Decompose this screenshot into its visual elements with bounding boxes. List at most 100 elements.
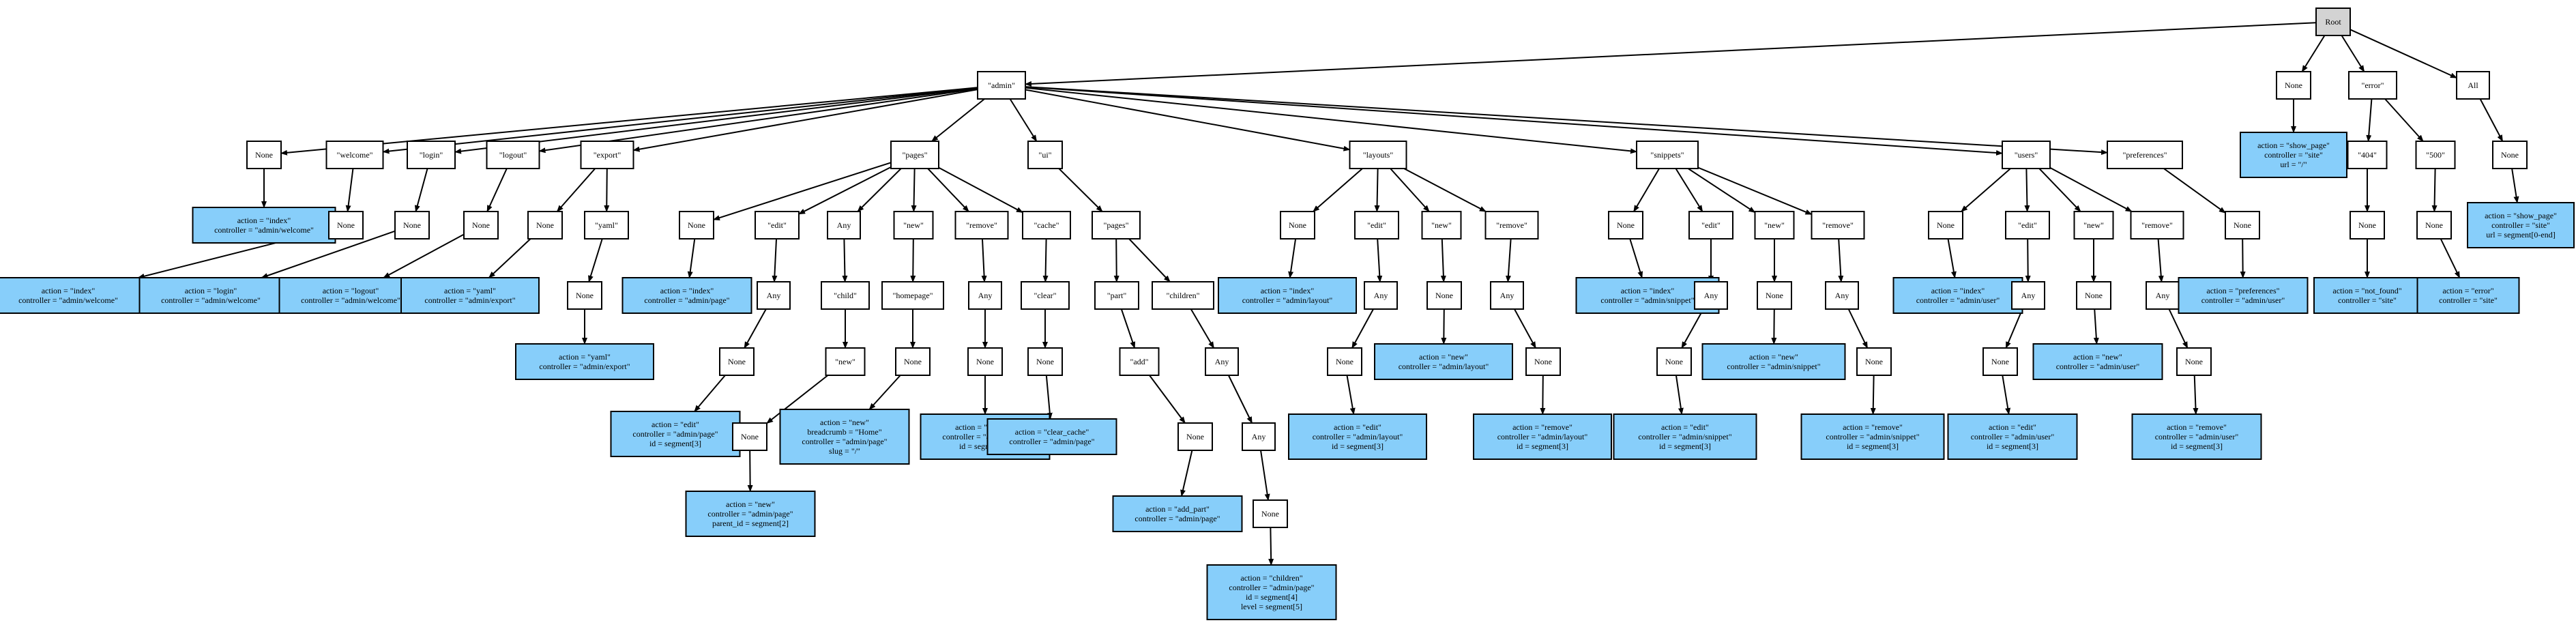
node-label: controller = "admin/user" xyxy=(2155,432,2239,441)
node-label: controller = "admin/layout" xyxy=(1313,432,1403,441)
node-label: action = "edit" xyxy=(1334,422,1381,432)
route-node-yamlNone: None xyxy=(567,281,602,310)
node-box xyxy=(1205,347,1239,376)
node-label: action = "index" xyxy=(42,286,96,295)
node-label: None xyxy=(1186,432,1204,441)
route-leaf-L_layindex: action = "index"controller = "admin/layo… xyxy=(1218,277,1357,314)
node-box xyxy=(679,211,714,239)
edge-pages-to-pNew xyxy=(911,168,917,212)
node-box xyxy=(1947,413,2078,460)
node-label: controller = "site" xyxy=(2491,220,2550,230)
edge-root-to-admin xyxy=(1025,22,2317,87)
node-box xyxy=(2178,277,2309,314)
node-box xyxy=(779,409,910,465)
edge-allNone-to-L_showall xyxy=(2511,168,2519,203)
node-label: None xyxy=(688,220,705,230)
route-leaf-L_usedit: action = "edit"controller = "admin/user"… xyxy=(1947,413,2078,460)
node-label: action = "show_page" xyxy=(2257,141,2330,150)
node-box xyxy=(1327,347,1362,376)
node-box xyxy=(719,347,755,376)
edge-admin-to-ui xyxy=(1009,98,1038,142)
node-box xyxy=(1688,211,1733,239)
node-label: None xyxy=(1036,357,1054,366)
node-label: All xyxy=(2468,81,2478,90)
node-label: "clear" xyxy=(1034,291,1056,300)
route-node-child: "child" xyxy=(821,281,870,310)
route-node-snEditAny: Any xyxy=(1694,281,1728,310)
node-label: controller = "admin/welcome" xyxy=(18,295,118,305)
node-box xyxy=(2002,141,2051,169)
node-label: Any xyxy=(837,220,851,230)
node-label: "users" xyxy=(2015,150,2038,160)
route-node-aNone: None xyxy=(246,141,282,169)
route-leaf-L_pref: action = "preferences"controller = "admi… xyxy=(2178,277,2309,314)
node-box xyxy=(1525,347,1561,376)
node-label: controller = "admin/layout" xyxy=(1399,362,1489,371)
node-box xyxy=(1421,211,1462,239)
node-label: Any xyxy=(1215,357,1229,366)
node-label: "child" xyxy=(834,291,857,300)
node-box xyxy=(1364,281,1398,310)
node-label: None xyxy=(741,432,759,441)
node-box xyxy=(757,281,791,310)
node-label: action = "remove" xyxy=(1843,422,1903,432)
route-leaf-L_pedit: action = "edit"controller = "admin/page"… xyxy=(610,411,741,457)
node-box xyxy=(515,343,654,380)
edge-snippets-to-snNew xyxy=(1687,168,1756,214)
route-node-layEdit: "edit" xyxy=(1354,211,1399,239)
node-label: controller = "admin/export" xyxy=(539,362,630,371)
node-box xyxy=(1811,211,1865,239)
edge-layNone-to-L_layindex xyxy=(1288,238,1297,278)
node-box xyxy=(1027,347,1063,376)
node-box xyxy=(2073,211,2114,239)
node-label: "edit" xyxy=(1367,220,1386,230)
node-box xyxy=(0,277,141,314)
node-box xyxy=(1484,211,1539,239)
node-label: action = "new" xyxy=(1749,352,1798,362)
node-label: Any xyxy=(2021,291,2036,300)
route-node-usRemove: "remove" xyxy=(2130,211,2184,239)
node-label: controller = "admin/page" xyxy=(1009,437,1094,446)
node-box xyxy=(621,277,752,314)
node-box xyxy=(1856,347,1892,376)
route-node-usNewNone: None xyxy=(2076,281,2111,310)
node-label: action = "login" xyxy=(185,286,237,295)
node-box xyxy=(1206,564,1337,620)
node-label: "500" xyxy=(2426,150,2445,160)
route-leaf-L_usremove: action = "remove"controller = "admin/use… xyxy=(2131,413,2262,460)
edge-pages-to-pEdit xyxy=(798,166,892,215)
node-box xyxy=(1354,211,1399,239)
edge-ui-to-uiPages xyxy=(1058,168,1103,212)
node-label: "edit" xyxy=(2018,220,2037,230)
node-label: action = "new" xyxy=(820,418,869,427)
node-label: "homepage" xyxy=(892,291,933,300)
route-node-snEditNone: None xyxy=(1656,347,1692,376)
node-box xyxy=(2467,202,2575,248)
route-leaf-L_pchild: action = "new"controller = "admin/page"p… xyxy=(685,491,816,537)
node-box xyxy=(755,211,800,239)
node-box xyxy=(827,211,861,239)
route-leaf-L_logout: action = "logout"controller = "admin/wel… xyxy=(278,277,423,314)
node-box xyxy=(1754,211,1795,239)
node-box xyxy=(1636,141,1699,169)
route-node-loginNone: None xyxy=(394,211,430,239)
route-node-login: "login" xyxy=(407,141,456,169)
node-box xyxy=(2176,347,2212,376)
node-label: controller = "admin/user" xyxy=(2201,295,2285,305)
edge-root-to-error xyxy=(2341,35,2365,72)
edge-export-to-yaml xyxy=(604,168,610,212)
edge-layEditAny-to-layEditNone xyxy=(1351,308,1374,349)
node-label: "remove" xyxy=(1822,220,1854,230)
route-node-chAny2: Any xyxy=(1242,422,1276,451)
node-box xyxy=(1177,422,1213,451)
node-label: Any xyxy=(1500,291,1514,300)
node-box xyxy=(1218,277,1357,314)
node-box xyxy=(1349,141,1407,169)
route-node-pCache: "cache" xyxy=(1022,211,1071,239)
node-label: "error" xyxy=(2361,81,2384,90)
route-node-welcomeNone: None xyxy=(328,211,364,239)
node-label: controller = "admin/user" xyxy=(1971,432,2055,441)
node-label: "add" xyxy=(1130,357,1148,366)
node-label: parent_id = segment[2] xyxy=(712,519,789,528)
node-box xyxy=(486,141,540,169)
